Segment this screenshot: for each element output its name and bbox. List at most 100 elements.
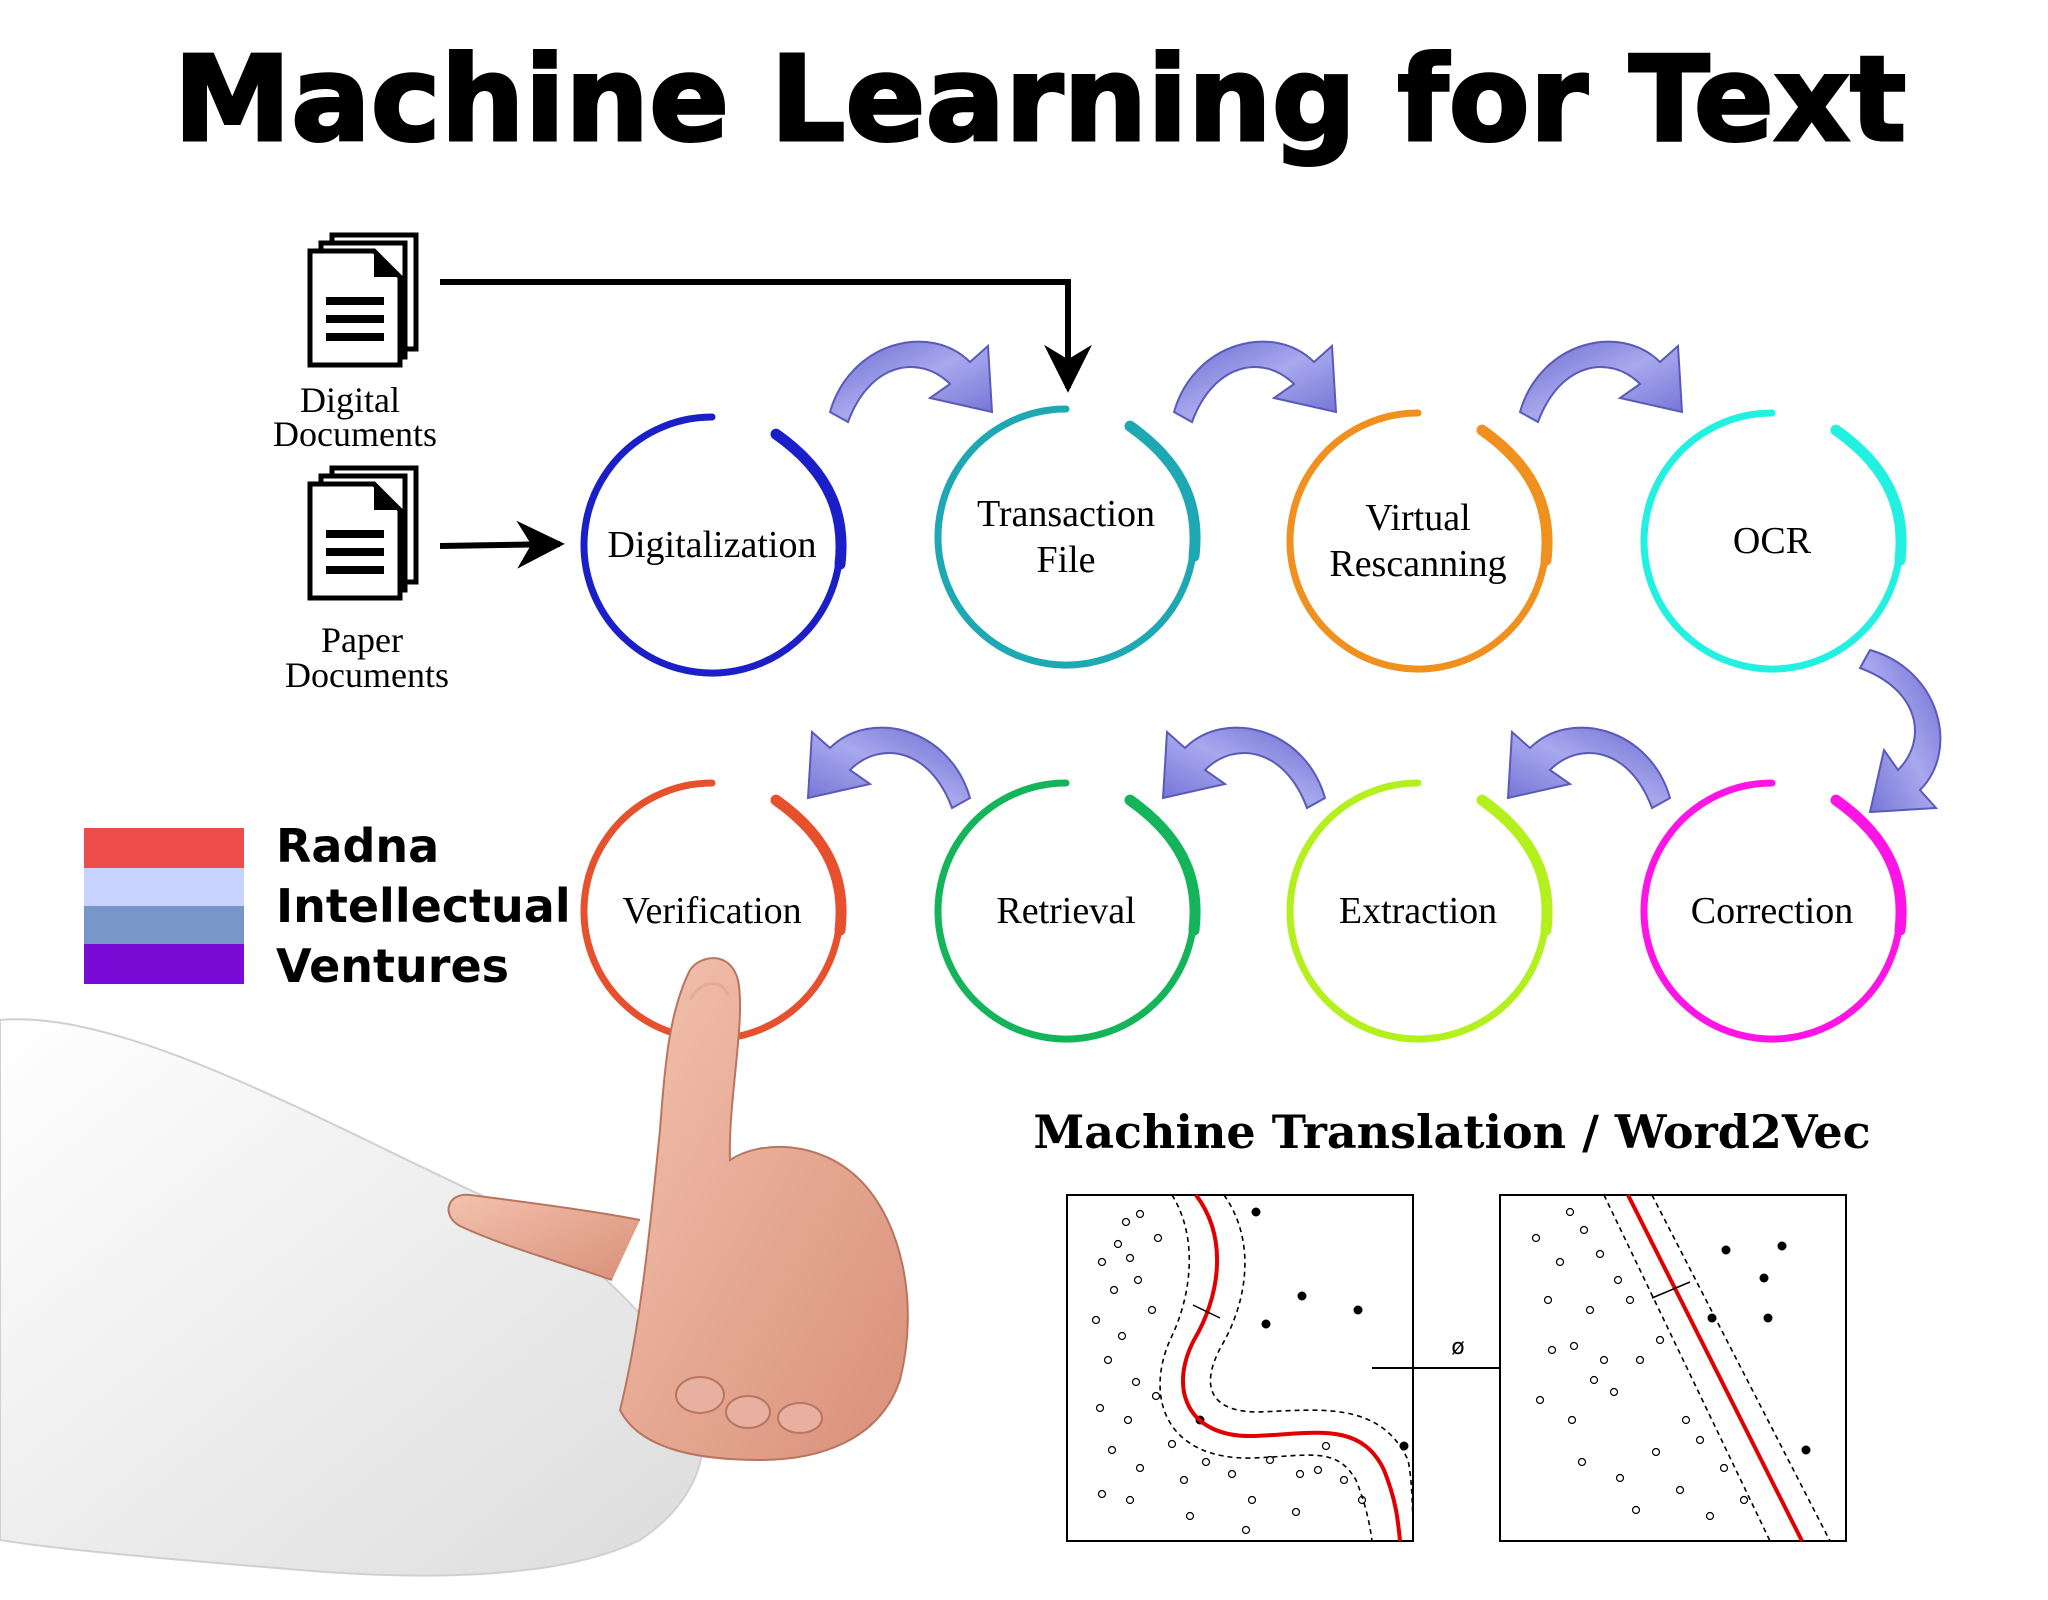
step-ring-stroke: [1830, 794, 1907, 936]
step-node: Correction: [1640, 779, 1907, 1043]
step-label: Retrieval: [996, 890, 1135, 932]
hollow-point: [1295, 1469, 1305, 1479]
hollow-point: [1247, 1495, 1257, 1505]
step-label: OCR: [1733, 520, 1812, 562]
margin-line: [1651, 1194, 1831, 1542]
hollow-point: [1179, 1475, 1189, 1485]
step-ring-stroke: [1124, 794, 1201, 936]
hollow-point: [1167, 1439, 1177, 1449]
arrow-shape: [806, 726, 972, 810]
map-symbol: ø: [1451, 1335, 1464, 1360]
brand-stripe: [84, 828, 244, 868]
paper-documents: Paper Documents: [285, 468, 449, 695]
hollow-point: [1153, 1233, 1163, 1243]
decision-boundary: [1180, 1193, 1402, 1542]
mt-title: Machine Translation / Word2Vec: [1033, 1105, 1870, 1159]
filled-point: [1801, 1445, 1811, 1455]
step-label: Verification: [622, 890, 801, 932]
data-points: [1091, 1207, 1409, 1535]
input-space-plot: [1066, 1193, 1414, 1542]
digital-to-transaction-arrow: [440, 279, 1092, 393]
step-ring-stroke: [1124, 420, 1201, 562]
document-stack-icon: [310, 468, 416, 598]
feature-space-plot: [1499, 1194, 1847, 1542]
hollow-point: [1719, 1463, 1729, 1473]
hollow-point: [1675, 1485, 1685, 1495]
margin-line: [1603, 1194, 1771, 1542]
hollow-point: [1595, 1249, 1605, 1259]
hollow-point: [1147, 1305, 1157, 1315]
hollow-point: [1123, 1415, 1133, 1425]
hollow-point: [1321, 1441, 1331, 1451]
step-label: Correction: [1691, 890, 1854, 932]
filled-point: [1759, 1273, 1769, 1283]
step-label: Extraction: [1339, 890, 1497, 932]
step-label: Virtual: [1365, 497, 1470, 539]
hollow-point: [1543, 1295, 1553, 1305]
hollow-point: [1151, 1391, 1161, 1401]
step-node: OCR: [1640, 409, 1907, 673]
filled-point: [1353, 1305, 1363, 1315]
pointing-hand: [0, 957, 909, 1577]
hollow-point: [1695, 1435, 1705, 1445]
source-label: Digital: [300, 380, 400, 420]
arrow-shape: [1506, 726, 1672, 810]
hollow-point: [1625, 1295, 1635, 1305]
hollow-point: [1125, 1495, 1135, 1505]
hollow-point: [1535, 1395, 1545, 1405]
brand-line: Radna: [276, 819, 439, 873]
hollow-point: [1569, 1341, 1579, 1351]
hollow-point: [1097, 1489, 1107, 1499]
filled-point: [1297, 1291, 1307, 1301]
hollow-point: [1339, 1475, 1349, 1485]
step-ring-stroke: [1830, 424, 1907, 566]
hollow-point: [1651, 1447, 1661, 1457]
step-label: File: [1036, 539, 1095, 581]
arrow-shape: [1161, 726, 1327, 810]
hollow-point: [1555, 1257, 1565, 1267]
digital-documents: Digital Documents: [273, 235, 437, 454]
hollow-point: [1631, 1505, 1641, 1515]
arrow-shape: [828, 340, 994, 424]
margin-marker: [1651, 1281, 1691, 1299]
document-stack-icon: [310, 235, 416, 365]
step-label: Transaction: [977, 493, 1155, 535]
flow-arrow-icon: [1161, 726, 1327, 810]
hollow-point: [1313, 1465, 1323, 1475]
step-ring-stroke: [1476, 424, 1553, 566]
arrow-shape: [1518, 340, 1684, 424]
flow-arrow-icon: [828, 340, 994, 424]
hollow-point: [1655, 1335, 1665, 1345]
hollow-point: [1265, 1455, 1275, 1465]
step-node: Extraction: [1286, 779, 1553, 1043]
filled-point: [1721, 1245, 1731, 1255]
decision-boundary: [1626, 1194, 1804, 1542]
hollow-point: [1589, 1375, 1599, 1385]
paper-to-digitalization-arrow: [439, 520, 565, 569]
hollow-point: [1291, 1507, 1301, 1517]
hollow-point: [1613, 1275, 1623, 1285]
brand-stripe: [84, 944, 244, 984]
step-label: Rescanning: [1329, 543, 1506, 585]
step-node: Retrieval: [934, 779, 1201, 1043]
hollow-point: [1121, 1217, 1131, 1227]
hollow-point: [1135, 1209, 1145, 1219]
hollow-point: [1739, 1495, 1749, 1505]
brand-stripe: [84, 906, 244, 944]
hollow-point: [1547, 1345, 1557, 1355]
data-points: [1531, 1207, 1811, 1521]
hollow-point: [1107, 1445, 1117, 1455]
hollow-point: [1579, 1225, 1589, 1235]
hollow-point: [1113, 1239, 1123, 1249]
filled-point: [1763, 1313, 1773, 1323]
brand-logo: Radna Intellectual Ventures: [84, 819, 571, 993]
hollow-point: [1705, 1511, 1715, 1521]
filled-point: [1251, 1207, 1261, 1217]
source-label: Documents: [273, 414, 437, 454]
flow-arrow-icon: [806, 726, 972, 810]
brand-line: Ventures: [276, 939, 509, 993]
hollow-point: [1131, 1377, 1141, 1387]
margin-line: [1209, 1194, 1414, 1521]
step-ring-stroke: [1476, 794, 1553, 936]
